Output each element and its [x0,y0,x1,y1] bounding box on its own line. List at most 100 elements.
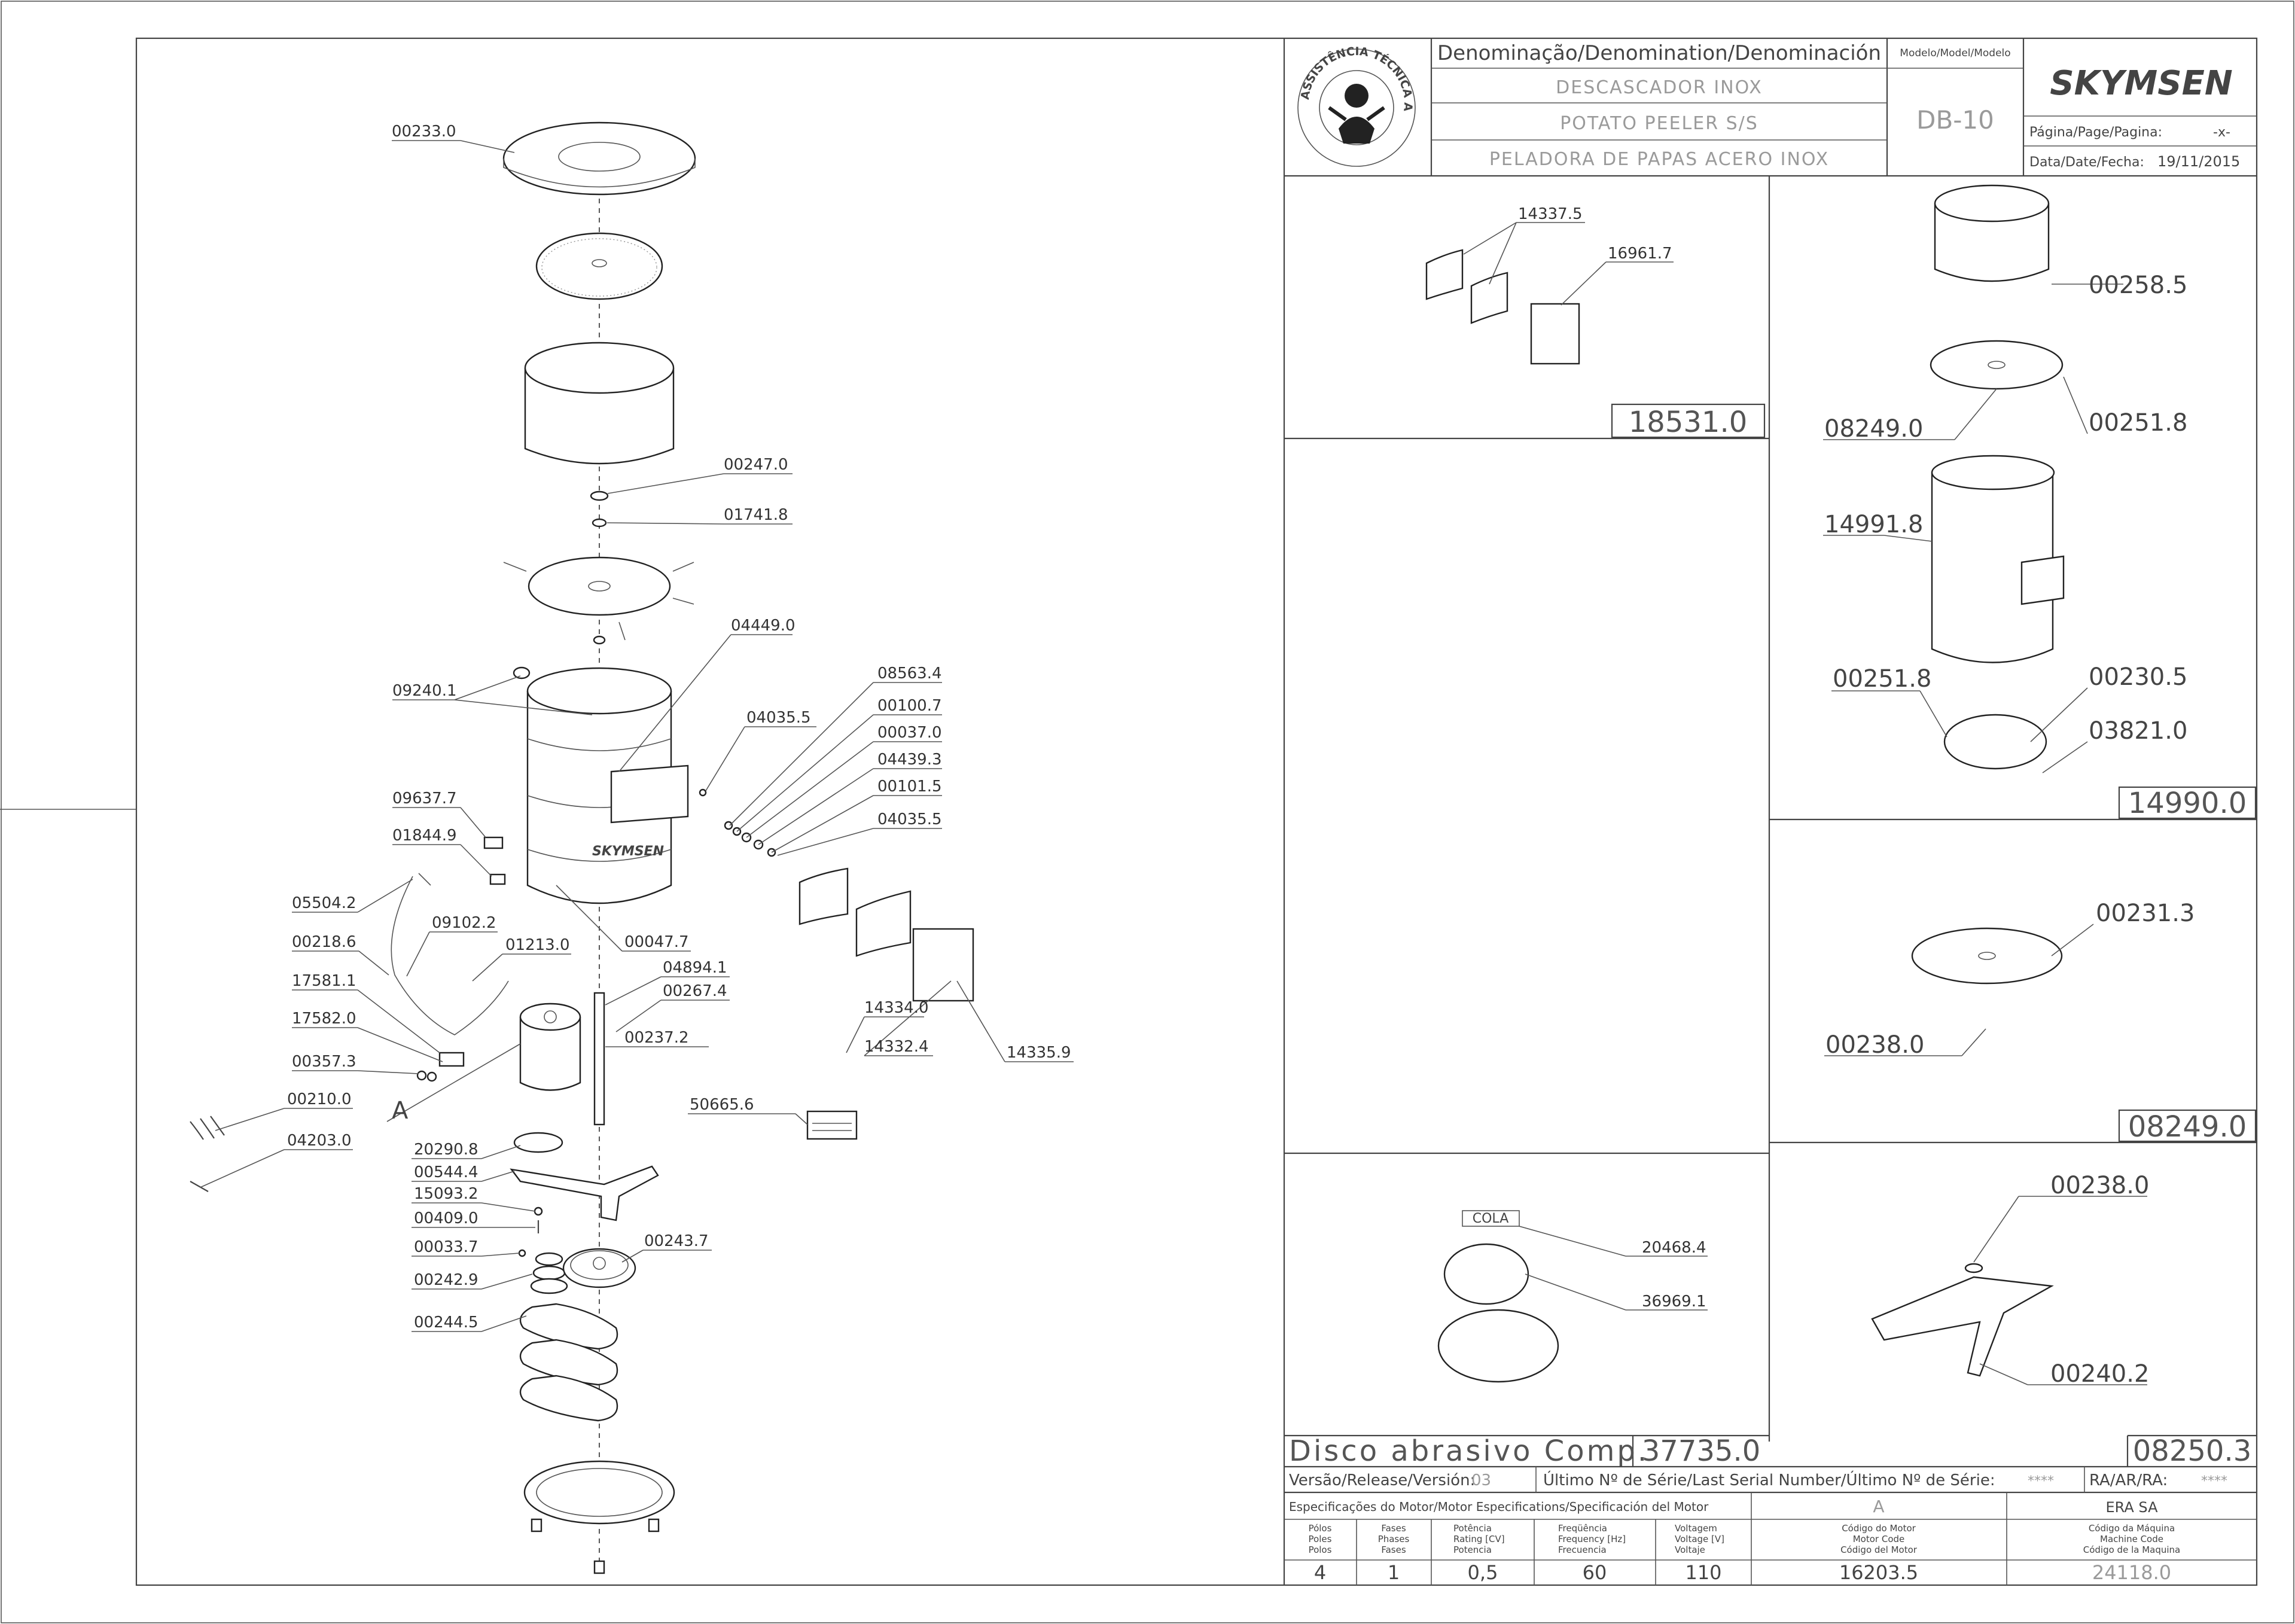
callout-20290: 20290.8 [414,1141,478,1159]
callout-00357: 00357.3 [292,1053,356,1071]
callout-09102: 09102.2 [432,914,496,932]
callout-00244: 00244.5 [414,1314,478,1332]
motor-a [519,1003,581,1091]
callout-00210: 00210.0 [287,1090,352,1108]
panel-37735-title: Disco abrasivo Comp. [1289,1434,1649,1468]
panel-grid [1284,176,2257,1442]
callout-04035-b: 04035.5 [877,811,942,828]
panel-14990-label-2: 00251.8 [2089,409,2187,437]
panel-18531-label-1: 16961.7 [1608,245,1672,263]
callout-01741: 01741.8 [724,506,788,524]
footer-table: Versão/Release/Versión: 03 Último Nº de … [1284,1465,2257,1585]
power-cord [391,876,509,1035]
wire-04203 [190,1181,209,1192]
bracket-14335 [912,928,974,1002]
panel-08249-code: 08249.0 [2128,1110,2247,1144]
authorized-service-seal: ASSISTÊNCIA TÉCNICA AUTORIZADA [0,0,1416,167]
plate-08249 [1930,340,2064,390]
model-header: Modelo/Model/Modelo [1900,47,2010,59]
brand-logo: SKYMSEN [2050,64,2232,103]
guard-14334 [798,867,849,925]
drum-pulley-00243 [562,1248,636,1288]
model-value: DB-10 [1916,105,1994,135]
poles-pt: Pólos [1309,1523,1332,1534]
callout-01844: 01844.9 [392,827,457,845]
base-ring-00230 [1943,714,2047,770]
motor-pulley-00242 [530,1252,568,1294]
abrasive-disc [535,232,663,300]
callout-09637: 09637.7 [392,790,457,808]
callout-00237: 00237.2 [624,1029,689,1047]
machine-code-value: 24118.0 [2092,1561,2171,1584]
nut-00247 [590,490,609,501]
panel-08250: 00238.0 00240.2 08250.3 [1871,1172,2257,1468]
callout-00243: 00243.7 [644,1232,709,1250]
label-09637 [483,836,504,849]
hardware-stack [699,788,776,857]
callout-00218: 00218.6 [292,933,356,951]
panel-37735-label-0: 20468.4 [1642,1239,1706,1257]
bracket-16961 [1530,303,1580,365]
callout-05504: 05504.2 [292,894,356,912]
voltage-pt: Voltagem [1675,1523,1717,1534]
panel-14990: 00258.5 08249.0 00251.8 14991.8 00251.8 … [1823,184,2257,820]
voltage-en: Voltage [V] [1675,1534,1724,1544]
panel-14990-label-5: 00230.5 [2089,663,2187,691]
cola-tag: COLA [1473,1211,1509,1226]
power-en: Rating [CV] [1453,1534,1505,1544]
phases-pt: Fases [1381,1523,1406,1534]
drum-shield-00258 [1934,203,2050,282]
panel-08249: 00231.3 00238.0 08249.0 [1824,900,2257,1144]
callout-04449: 04449.0 [731,617,796,635]
knob-09240 [513,666,531,680]
panel-37735-label-1: 36969.1 [1642,1293,1706,1311]
cable-00210 [190,1116,225,1140]
guard-14332 [855,890,912,957]
capacitor-block [416,1052,465,1082]
callout-09240: 09240.1 [392,682,457,700]
washer-01741 [592,518,607,528]
name-es: PELADORA DE PAPAS ACERO INOX [1489,149,1829,170]
motor-code-value: 16203.5 [1839,1561,1918,1584]
frequency-value: 60 [1583,1561,1607,1584]
version-value: 03 [1471,1471,1491,1489]
callout-08563: 08563.4 [877,665,942,682]
voltage-es: Voltaje [1675,1544,1705,1555]
callout-04035-a: 04035.5 [746,709,811,727]
phases-en: Phases [1378,1534,1410,1544]
frequency-es: Frecuencia [1558,1544,1607,1555]
callout-00247: 00247.0 [724,456,788,474]
screw-00033 [518,1249,526,1257]
panel-14990-label-6: 03821.0 [2089,717,2187,745]
power-es: Potencia [1453,1544,1492,1555]
poles-en: Poles [1309,1534,1332,1544]
callout-14335: 14335.9 [1007,1044,1071,1062]
power-pt: Potência [1453,1523,1492,1534]
machine-code-es: Código de la Maquina [2083,1544,2180,1555]
callout-14334: 14334.0 [864,999,929,1017]
callout-00033: 00033.7 [414,1238,478,1256]
callout-04203: 04203.0 [287,1132,352,1150]
callout-14332: 14332.4 [864,1038,929,1056]
panel-14990-label-0: 00258.5 [2089,272,2187,299]
serial-label: Último Nº de Série/Last Serial Number/Úl… [1543,1470,1995,1489]
denomination-header: Denominação/Denomination/Denominación [1437,41,1881,65]
poles-value: 4 [1314,1561,1326,1584]
phases-value: 1 [1388,1561,1400,1584]
main-drum: SKYMSEN [526,667,689,904]
motor-code-pt: Código do Motor [1842,1523,1916,1534]
warning-label-50665 [806,1110,858,1140]
blade-00240 [1871,1276,2054,1377]
motor-spec-header: Especificações do Motor/Motor Especifica… [1289,1500,1709,1514]
callout-00100: 00100.7 [877,697,942,715]
disc-00231 [1911,927,2063,985]
panel-08249-label-0: 00231.3 [2096,900,2195,927]
callout-17581: 17581.1 [292,972,356,990]
name-en: POTATO PEELER S/S [1560,113,1758,134]
drum-shield [524,342,675,465]
maker: ERA SA [2105,1499,2158,1516]
phases-es: Fases [1381,1544,1406,1555]
drive-belts-00244 [519,1303,618,1422]
callout-00233: 00233.0 [392,123,456,141]
